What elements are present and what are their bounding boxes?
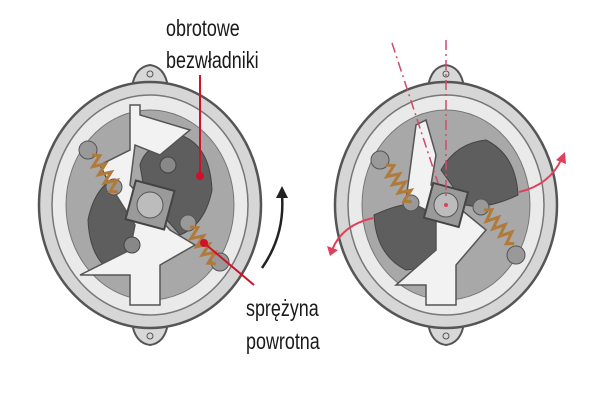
callout-dot	[200, 239, 208, 247]
label-spring-1: sprężyna	[246, 296, 319, 322]
label-flyweights-2: bezwładniki	[166, 48, 259, 74]
outward-arrow-icon	[518, 157, 563, 193]
label-spring-2: powrotna	[246, 329, 320, 355]
clutch-left	[37, 63, 263, 347]
label-flyweights-1: obrotowe	[166, 16, 240, 42]
callout-dot	[196, 172, 204, 180]
clutch-right	[333, 63, 559, 347]
outward-arrow-icon	[331, 217, 374, 251]
axis-line-tilted	[391, 42, 439, 184]
rotation-arrow-icon	[260, 194, 284, 269]
